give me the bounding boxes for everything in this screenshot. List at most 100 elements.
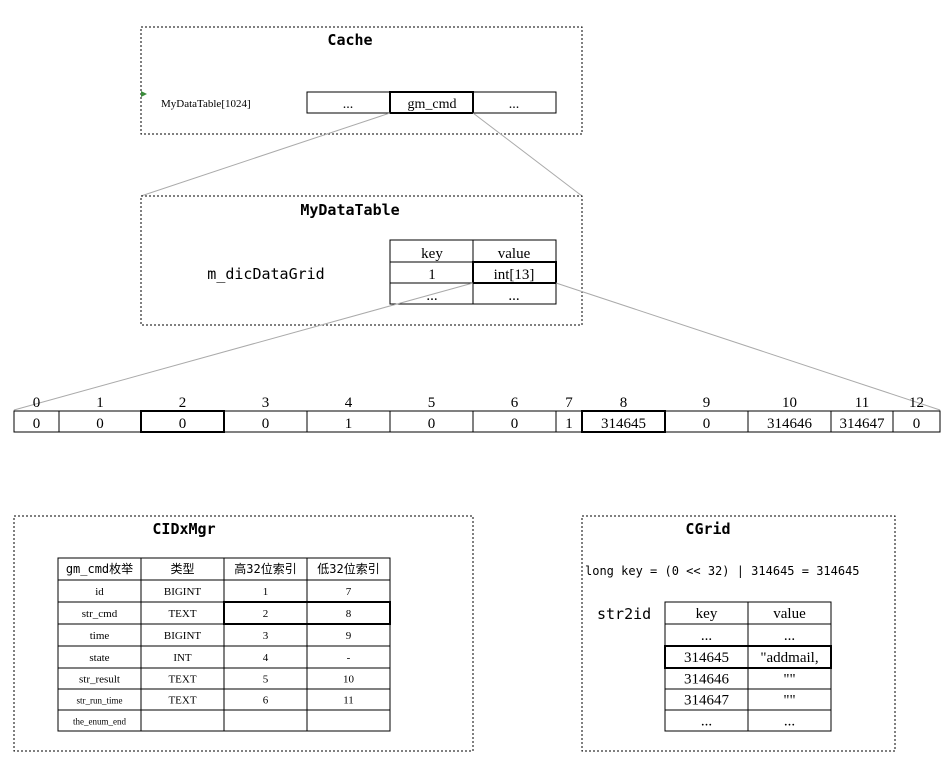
array-value: 0 bbox=[262, 416, 270, 432]
array-value: 1 bbox=[565, 416, 573, 432]
table-cell: BIGINT bbox=[164, 630, 202, 642]
grid-cell-highlight bbox=[472, 261, 557, 284]
grid-cell: "" bbox=[783, 693, 795, 709]
array-value: 0 bbox=[179, 416, 187, 432]
array-index-label: 12 bbox=[909, 395, 924, 411]
array-index-label: 11 bbox=[855, 395, 869, 411]
array-cell-highlight bbox=[140, 410, 225, 433]
array-value: 0 bbox=[428, 416, 436, 432]
table-cell: INT bbox=[173, 652, 192, 664]
array-outline bbox=[13, 410, 941, 433]
table-cell: 6 bbox=[263, 695, 269, 707]
table-cell: 5 bbox=[263, 674, 269, 686]
table-cell: 2 bbox=[263, 608, 269, 620]
table-cell: str_cmd bbox=[82, 608, 118, 620]
cache-border bbox=[140, 26, 583, 135]
array-value: 314647 bbox=[840, 416, 886, 432]
table-cell: 10 bbox=[343, 674, 355, 686]
connector-line bbox=[13, 282, 474, 411]
cgrid-table: key value...... 314645 "addmail, 314646 "" 314… bbox=[664, 601, 832, 732]
grid-header-key: key bbox=[421, 246, 443, 262]
cache-cell-array: ... gm_cmd ... bbox=[306, 91, 557, 114]
grid-cell: ... bbox=[784, 628, 795, 644]
grid-cell: ... bbox=[426, 288, 437, 304]
cache-label: MyDataTable[1024] bbox=[161, 98, 251, 110]
grid-cell: ... bbox=[701, 628, 712, 644]
grid-cell: 1 bbox=[428, 267, 436, 283]
array-value: 314645 bbox=[601, 416, 646, 432]
array-index-label: 1 bbox=[96, 395, 104, 411]
cgrid-label: str2id bbox=[597, 605, 651, 623]
table-cell: BIGINT bbox=[164, 586, 202, 598]
grid-cell: ... bbox=[508, 288, 519, 304]
int-array: 0010203041506071831464590103146461131464… bbox=[13, 395, 941, 433]
table-cell: str_run_time bbox=[77, 696, 123, 706]
mydatatable-grid: key value 1 int[13] ... ... bbox=[389, 239, 557, 305]
table-row-highlight bbox=[223, 601, 391, 625]
grid-cell: 314646 bbox=[684, 672, 730, 688]
array-index-label: 10 bbox=[782, 395, 797, 411]
table-cell: 1 bbox=[263, 586, 269, 598]
cgrid-formula: long key = (0 << 32) | 314645 = 314645 bbox=[585, 564, 860, 578]
table-header-cell: 类型 bbox=[170, 562, 194, 576]
grid-cell: 314645 bbox=[684, 650, 729, 666]
table-cell: the_enum_end bbox=[73, 717, 126, 727]
table-cell: 4 bbox=[263, 652, 269, 664]
mydatatable-border bbox=[140, 195, 583, 326]
table-cell: - bbox=[347, 652, 351, 664]
array-index-label: 3 bbox=[262, 395, 270, 411]
grid-header-cell: value bbox=[773, 606, 806, 622]
array-index-label: 9 bbox=[703, 395, 711, 411]
array-index-label: 4 bbox=[345, 395, 353, 411]
grid-row-highlight bbox=[664, 645, 832, 669]
cgrid-border bbox=[581, 515, 896, 752]
grid-header-cell: key bbox=[696, 606, 718, 622]
grid-cell: ... bbox=[701, 714, 712, 730]
grid-cell: ... bbox=[784, 714, 795, 730]
table-cell: str_result bbox=[79, 674, 120, 686]
grid-header-value: value bbox=[498, 246, 531, 262]
cgrid-panel: CGrid long key = (0 << 32) | 314645 = 31… bbox=[581, 515, 896, 752]
table-cell: state bbox=[89, 652, 109, 664]
array-index-label: 6 bbox=[511, 395, 519, 411]
grid-cell: 314647 bbox=[684, 693, 730, 709]
cache-cell-text: gm_cmd bbox=[408, 97, 457, 112]
table-cell: 8 bbox=[346, 608, 352, 620]
cache-cell-right bbox=[472, 91, 557, 114]
table-cell: 3 bbox=[263, 630, 269, 642]
table-cell: 7 bbox=[346, 586, 352, 598]
array-index-label: 5 bbox=[428, 395, 436, 411]
table-cell: 9 bbox=[346, 630, 352, 642]
mydatatable-panel: MyDataTable m_dicDataGrid key value 1 in… bbox=[140, 195, 583, 326]
array-value: 1 bbox=[345, 416, 353, 432]
table-cell: TEXT bbox=[168, 608, 196, 620]
connector-line bbox=[140, 112, 391, 197]
table-cell: id bbox=[95, 586, 104, 598]
cache-cell-text: ... bbox=[509, 97, 520, 112]
array-value: 0 bbox=[511, 416, 519, 432]
array-value: 0 bbox=[96, 416, 104, 432]
table-cell: TEXT bbox=[168, 695, 196, 707]
green-marker-icon bbox=[141, 91, 147, 97]
table-header-cell: 高32位索引 bbox=[234, 561, 296, 576]
mydatatable-title: MyDataTable bbox=[300, 201, 399, 219]
table-header-cell: gm_cmd枚举 bbox=[66, 561, 133, 576]
table-cell: time bbox=[90, 630, 110, 642]
grid-cell: int[13] bbox=[494, 267, 535, 283]
grid-cell: "addmail, bbox=[760, 650, 818, 666]
array-value: 314646 bbox=[767, 416, 813, 432]
connector-line bbox=[472, 112, 583, 197]
connector-line bbox=[555, 282, 941, 411]
table-header-cell: 低32位索引 bbox=[317, 561, 379, 576]
array-index-label: 8 bbox=[620, 395, 628, 411]
cidxmgr-border bbox=[13, 515, 474, 752]
array-value: 0 bbox=[33, 416, 41, 432]
array-cell-highlight bbox=[581, 410, 666, 433]
grid-cell: "" bbox=[783, 672, 795, 688]
array-index-label: 2 bbox=[179, 395, 187, 411]
array-value: 0 bbox=[913, 416, 921, 432]
table-cell: TEXT bbox=[168, 674, 196, 686]
